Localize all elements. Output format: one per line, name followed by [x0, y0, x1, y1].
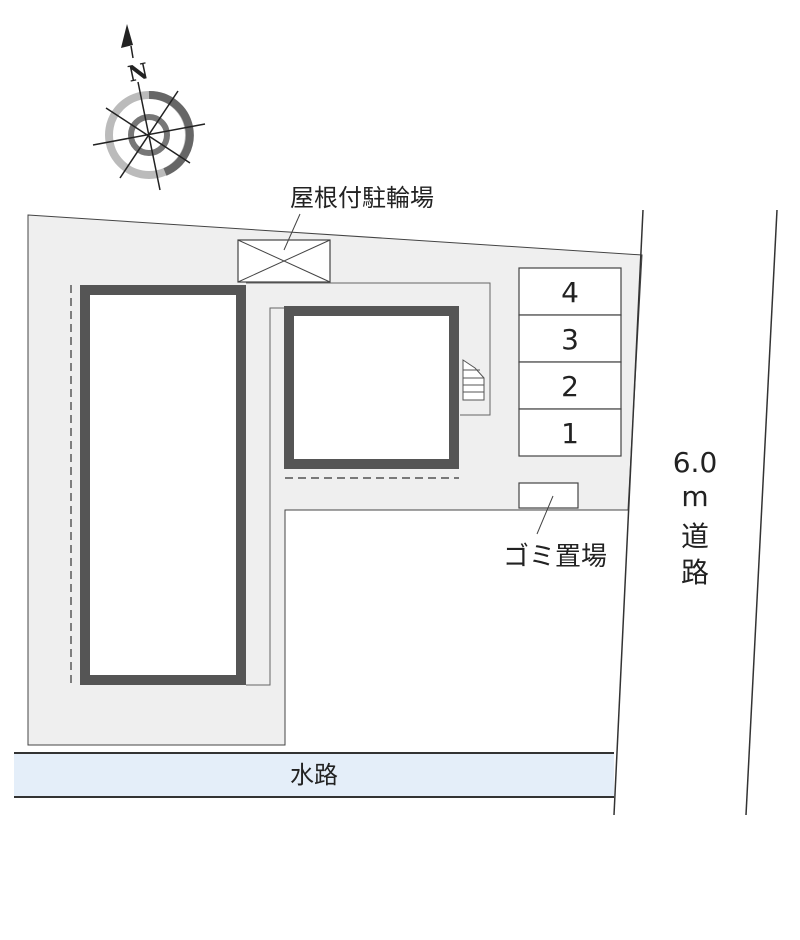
parking-number: 1 — [561, 417, 579, 450]
garbage-label: ゴミ置場 — [503, 542, 607, 572]
road-label-1: 道 — [681, 520, 709, 553]
parking-space — [518, 267, 622, 316]
building-right — [284, 306, 459, 469]
parking-space — [518, 314, 622, 363]
road-edge-left — [613, 209, 644, 816]
compass-icon: N — [92, 24, 206, 191]
walkway-outline-2 — [246, 307, 284, 686]
waterway-label: 水路 — [290, 761, 338, 789]
bicycle-shelter — [237, 213, 331, 283]
bicycle-parking-label: 屋根付駐輪場 — [290, 184, 434, 212]
road-width: 6.0 — [673, 446, 718, 479]
road-edge-right — [745, 209, 778, 816]
waterway — [14, 753, 614, 797]
parking-space — [518, 408, 622, 457]
road-label-2: 路 — [681, 556, 709, 589]
parking-number: 2 — [561, 370, 579, 403]
parking-area: 4 3 2 1 — [518, 267, 622, 457]
garbage-area — [518, 482, 579, 509]
north-label: N — [126, 58, 151, 88]
parking-space — [518, 361, 622, 410]
walkway-outline — [246, 282, 491, 416]
stairs-icon — [462, 359, 485, 401]
garbage-leader-line — [536, 495, 554, 535]
parking-number: 4 — [561, 276, 579, 309]
building-left — [80, 285, 246, 685]
road-unit: m — [681, 480, 708, 513]
parking-number: 3 — [561, 323, 579, 356]
